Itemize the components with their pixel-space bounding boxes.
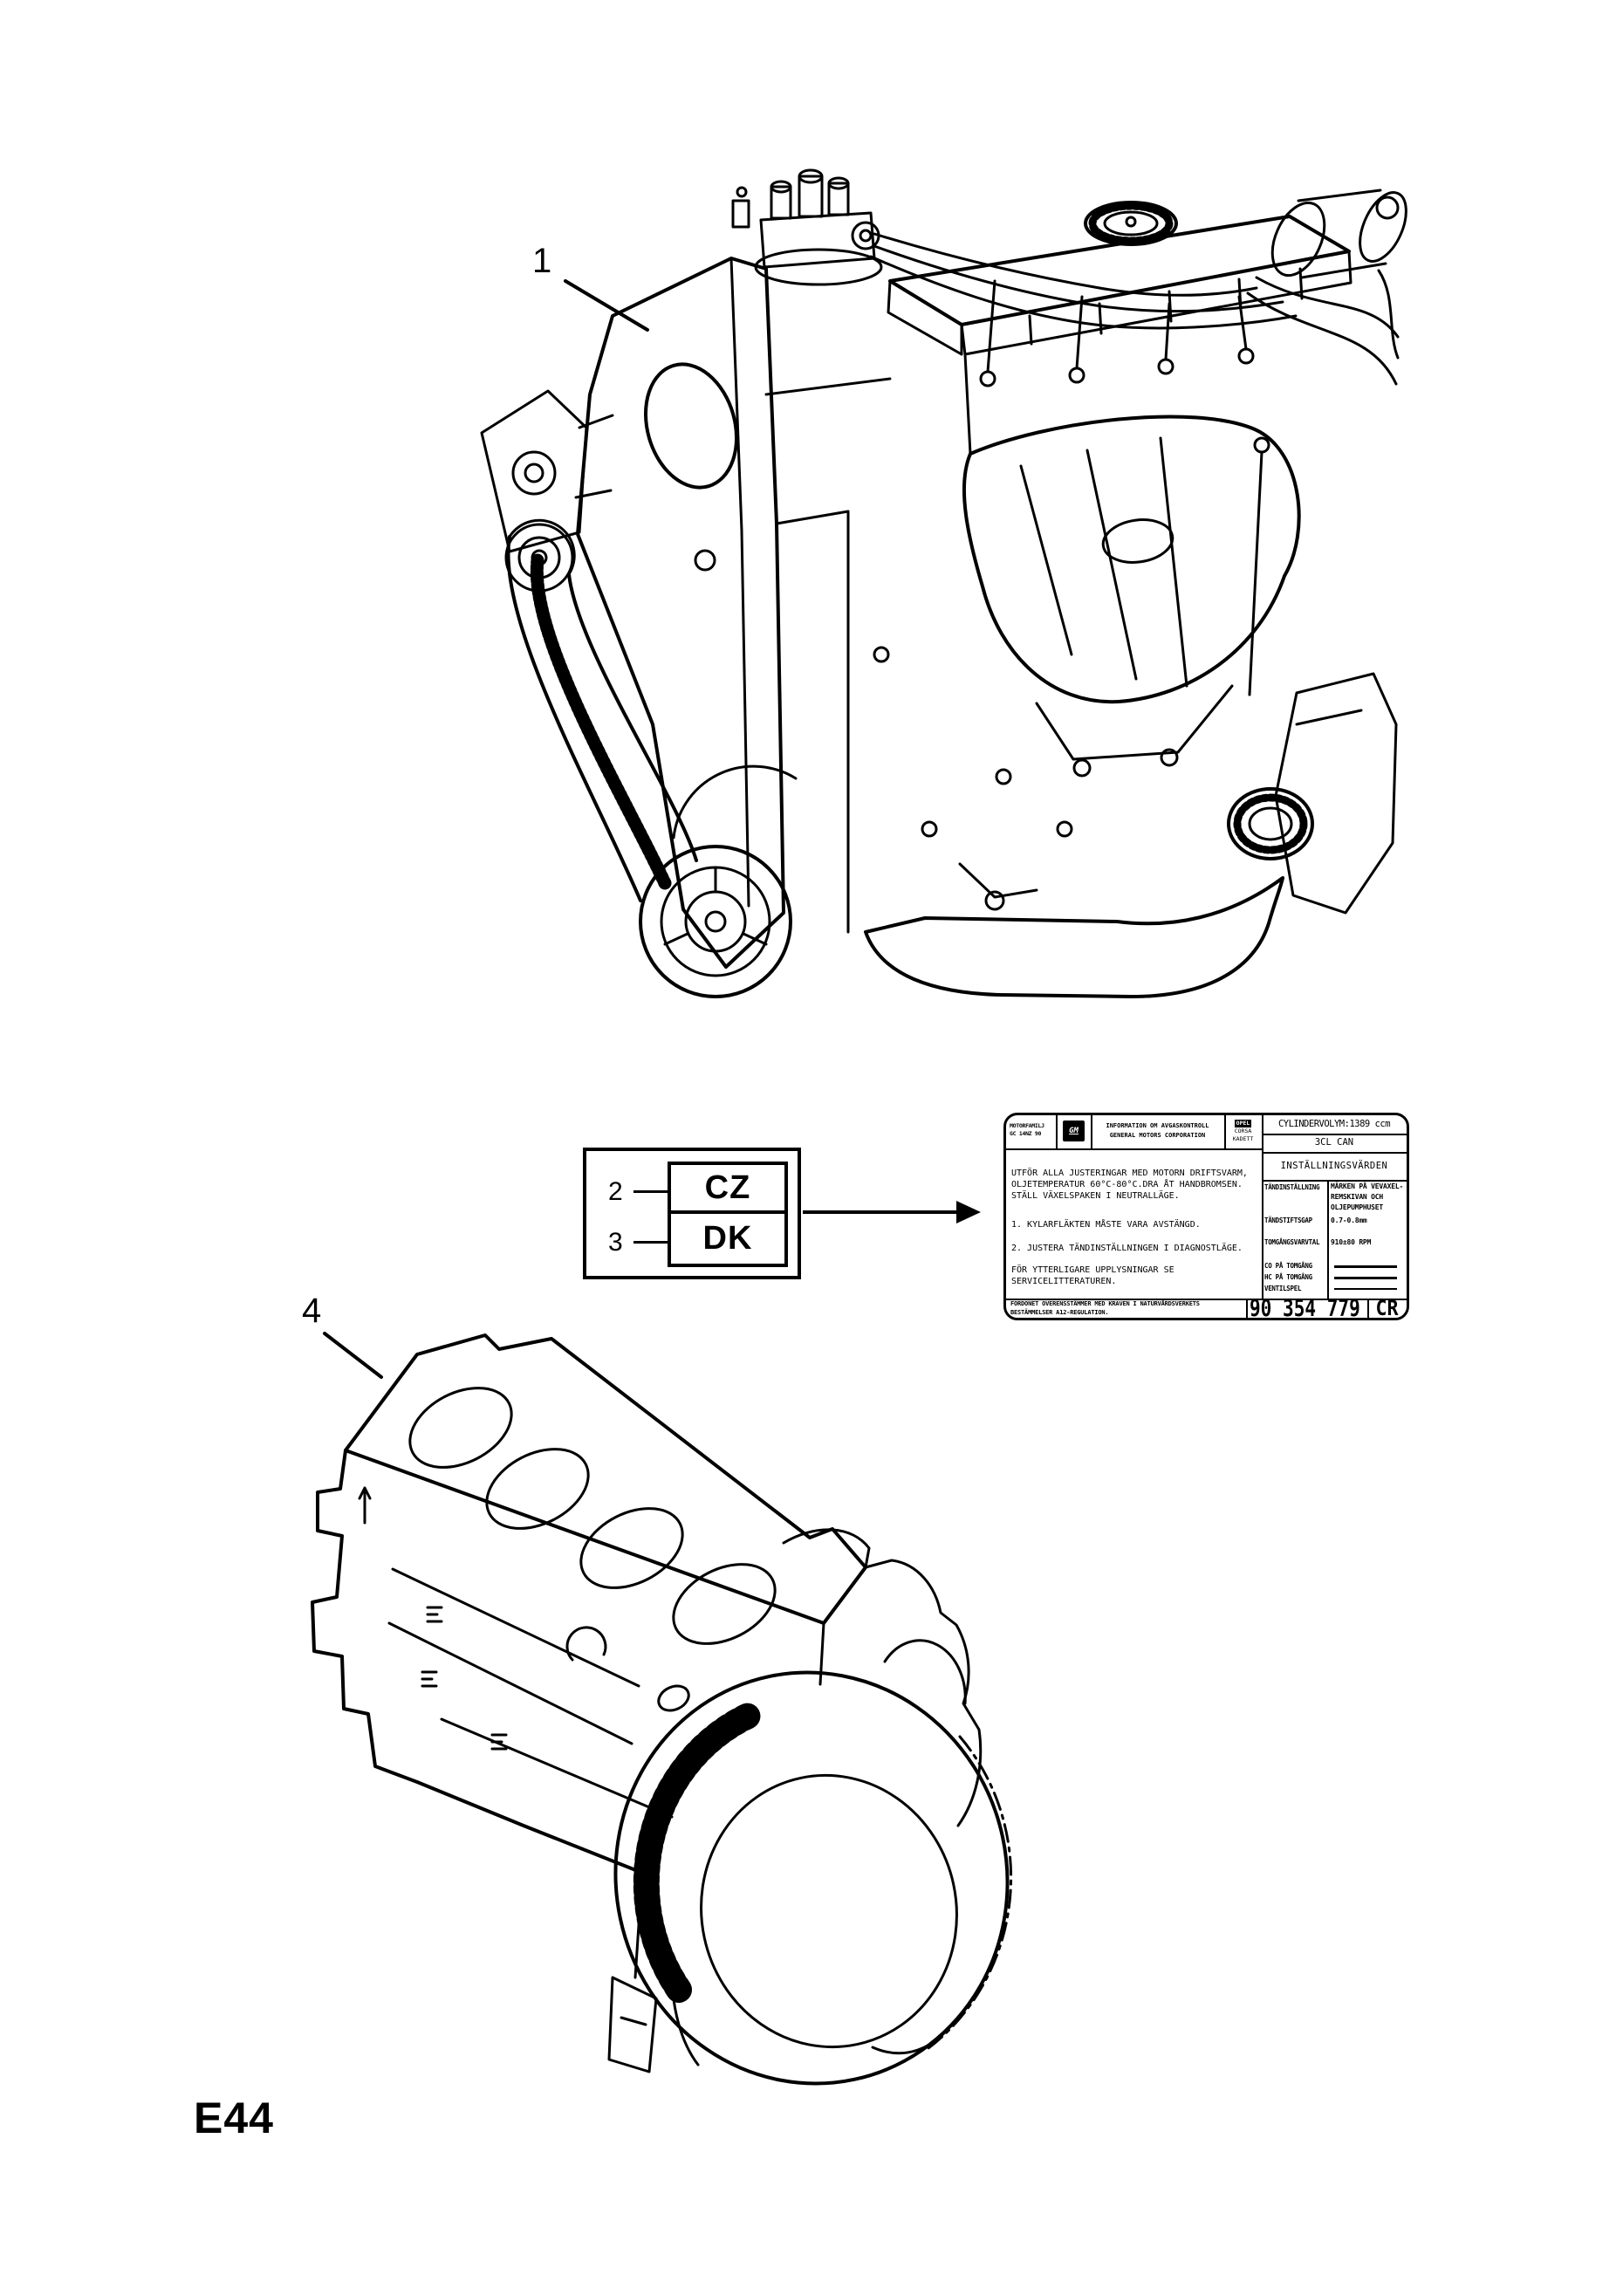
label-grid-line — [1367, 1299, 1369, 1318]
instruction-paragraph: UTFÖR ALLA JUSTERINGAR MED MOTORN DRIFTS… — [1011, 1169, 1248, 1201]
callout-2-tick — [633, 1190, 668, 1193]
setting-value-plug-gap: 0.7-0.8mm — [1331, 1217, 1367, 1224]
settings-title: INSTÄLLNINGSVÄRDEN — [1280, 1161, 1388, 1171]
setting-label-valve-clearance: VENTILSPEL — [1264, 1285, 1302, 1292]
displacement-cell: CYLINDERVOLYM:1389 ccm — [1277, 1119, 1391, 1129]
motor-family-cell: MOTORFAMILJ GC 14NZ 90 — [1006, 1115, 1056, 1148]
instruction-paragraph: 2. JUSTERA TÄNDINSTÄLLNINGEN I DIAGNOSTL… — [1011, 1244, 1243, 1253]
callout-1: 1 — [532, 242, 552, 280]
label-grid-line — [1246, 1299, 1248, 1318]
callout-4-leader — [323, 1332, 383, 1379]
emission-spec-label: MOTORFAMILJ GC 14NZ 90 GM INFORMATION OM… — [1003, 1113, 1409, 1320]
label-grid-line — [1262, 1152, 1407, 1154]
label-grid-line — [1262, 1134, 1407, 1135]
label-grid-line — [1327, 1180, 1329, 1299]
model-kadett: KADETT — [1232, 1135, 1254, 1142]
label-grid-line — [1224, 1115, 1226, 1148]
instruction-paragraph: FÖR YTTERLIGARE UPPLYSNINGAR SE SERVICEL… — [1011, 1265, 1174, 1286]
dash-placeholder-valve — [1334, 1288, 1397, 1290]
models-cell: OPEL CORSA KADETT — [1224, 1115, 1262, 1148]
model-opel: OPEL — [1234, 1120, 1252, 1127]
info-line2: GENERAL MOTORS CORPORATION — [1109, 1132, 1206, 1139]
compliance-text: FORDONET ÖVERENSSTÄMMER MED KRAVEN I NAT… — [1010, 1300, 1200, 1316]
callout-1-leader — [564, 279, 649, 332]
label-part-number: 90 354 779 — [1250, 1295, 1360, 1322]
gm-logo: GM — [1063, 1121, 1085, 1141]
label-part-suffix: CR — [1375, 1296, 1399, 1320]
info-line1: INFORMATION OM AVGASKONTROLL — [1106, 1122, 1209, 1129]
page-drawing-code: E44 — [194, 2094, 274, 2142]
label-grid-line — [1091, 1115, 1092, 1148]
instruction-paragraph: 1. KYLARFLÄKTEN MÅSTE VARA AVSTÄNGD. — [1011, 1220, 1201, 1230]
motor-family-line1: MOTORFAMILJ — [1010, 1122, 1044, 1129]
callout-3: 3 — [608, 1228, 623, 1257]
dash-placeholder-co — [1334, 1265, 1397, 1268]
emission-info-cell: INFORMATION OM AVGASKONTROLL GENERAL MOT… — [1091, 1115, 1224, 1148]
callout-2: 2 — [608, 1177, 623, 1206]
country-code-dk: DK — [702, 1219, 753, 1257]
setting-label-idle-speed: TOMGÅNGSVARVTAL — [1264, 1238, 1320, 1246]
setting-label-ignition: TÄNDINSTÄLLNING — [1264, 1183, 1320, 1191]
instruction-text: UTFÖR ALLA JUSTERINGAR MED MOTORN DRIFTS… — [1011, 1168, 1257, 1299]
country-code-inner-box: CZ DK — [668, 1162, 788, 1267]
country-code-box: CZ DK — [583, 1148, 801, 1279]
setting-label-plug-gap: TÄNDSTIFTSGAP — [1264, 1217, 1312, 1224]
dash-placeholder-hc — [1334, 1277, 1397, 1279]
label-grid-line — [1006, 1299, 1407, 1300]
setting-label-co-idle: CO PÅ TOMGÅNG — [1264, 1262, 1312, 1270]
label-grid-line — [1262, 1180, 1407, 1182]
callout-4: 4 — [302, 1292, 322, 1330]
label-grid-line — [1262, 1115, 1263, 1299]
setting-value-idle-speed: 910±80 RPM — [1331, 1238, 1372, 1246]
label-grid-line — [1006, 1148, 1262, 1150]
setting-label-hc-idle: HC PÅ TOMGÅNG — [1264, 1273, 1312, 1281]
setting-value-ignition: MÄRKEN PÅ VEVAXEL-REMSKIVAN OCH OLJEPUMP… — [1331, 1182, 1404, 1211]
country-code-cz: CZ — [671, 1165, 784, 1214]
label-grid-line — [1056, 1115, 1058, 1148]
model-corsa: CORSA — [1234, 1127, 1252, 1134]
arrow-to-label — [803, 1210, 958, 1214]
gm-logo-cell: GM — [1056, 1115, 1091, 1148]
callout-3-tick — [633, 1241, 668, 1244]
short-block-illustration — [311, 1332, 1013, 2086]
engine-code-cell: 3CL CAN — [1314, 1137, 1354, 1148]
motor-family-line2: GC 14NZ 90 — [1010, 1130, 1042, 1137]
engine-assembly-illustration — [480, 168, 1407, 998]
arrow-head — [956, 1201, 981, 1223]
